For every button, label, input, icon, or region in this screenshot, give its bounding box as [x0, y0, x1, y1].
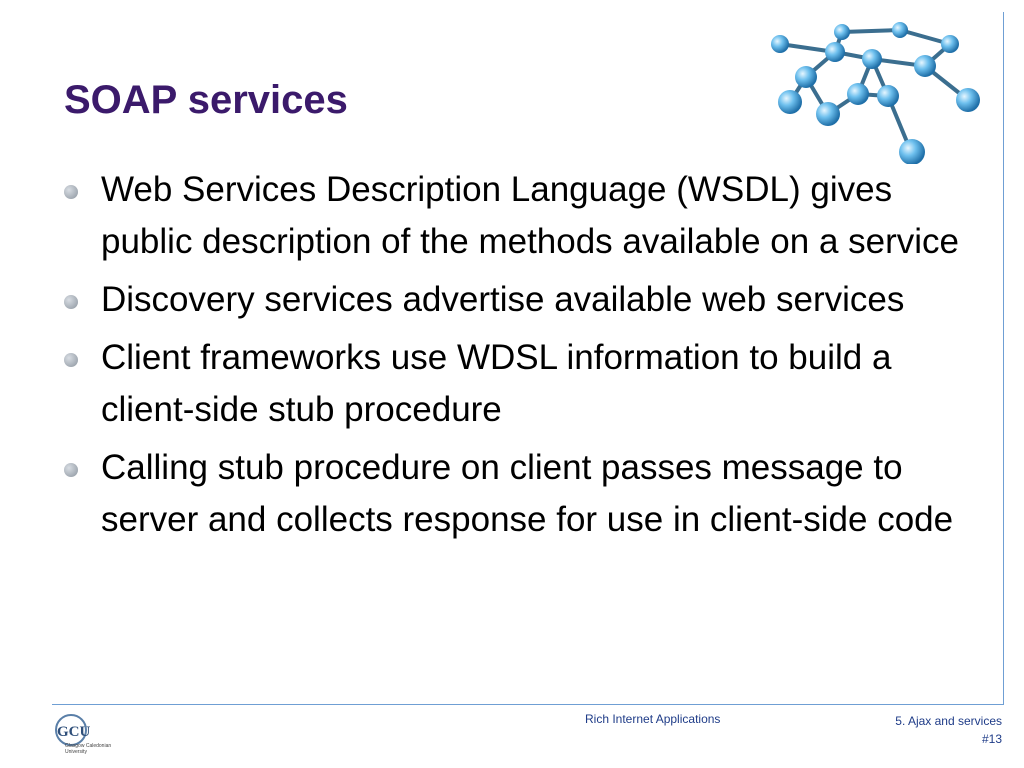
- logo-abbr: GCU: [57, 724, 91, 740]
- molecule-network-icon: [771, 22, 980, 164]
- bullet-text: Client frameworks use WDSL information t…: [101, 338, 892, 429]
- bullet-dot-icon: [64, 185, 78, 199]
- bullet-text: Web Services Description Language (WSDL)…: [101, 170, 959, 261]
- bullet-item: Calling stub procedure on client passes …: [64, 442, 964, 546]
- gcu-logo: GCU Glasgow Caledonian University: [55, 714, 111, 755]
- bullet-dot-icon: [64, 463, 78, 477]
- right-rule: [1003, 12, 1004, 705]
- footer-section: 5. Ajax and services: [895, 714, 1002, 728]
- footer-rule: [52, 704, 1004, 705]
- footer-right: 5. Ajax and services #13: [895, 712, 1002, 748]
- footer-course: Rich Internet Applications: [585, 712, 721, 726]
- bullet-item: Discovery services advertise available w…: [64, 274, 964, 326]
- bullet-dot-icon: [64, 295, 78, 309]
- bullet-dot-icon: [64, 353, 78, 367]
- bullet-text: Calling stub procedure on client passes …: [101, 448, 954, 539]
- bullet-item: Client frameworks use WDSL information t…: [64, 332, 964, 436]
- bullet-text: Discovery services advertise available w…: [101, 280, 905, 319]
- slide-title: SOAP services: [64, 78, 348, 122]
- bullet-list: Web Services Description Language (WSDL)…: [64, 164, 964, 552]
- logo-name-line2: University: [65, 749, 87, 755]
- bullet-item: Web Services Description Language (WSDL)…: [64, 164, 964, 268]
- slide-number: #13: [981, 732, 1002, 746]
- logo-name-line1: Glasgow Caledonian: [65, 743, 111, 749]
